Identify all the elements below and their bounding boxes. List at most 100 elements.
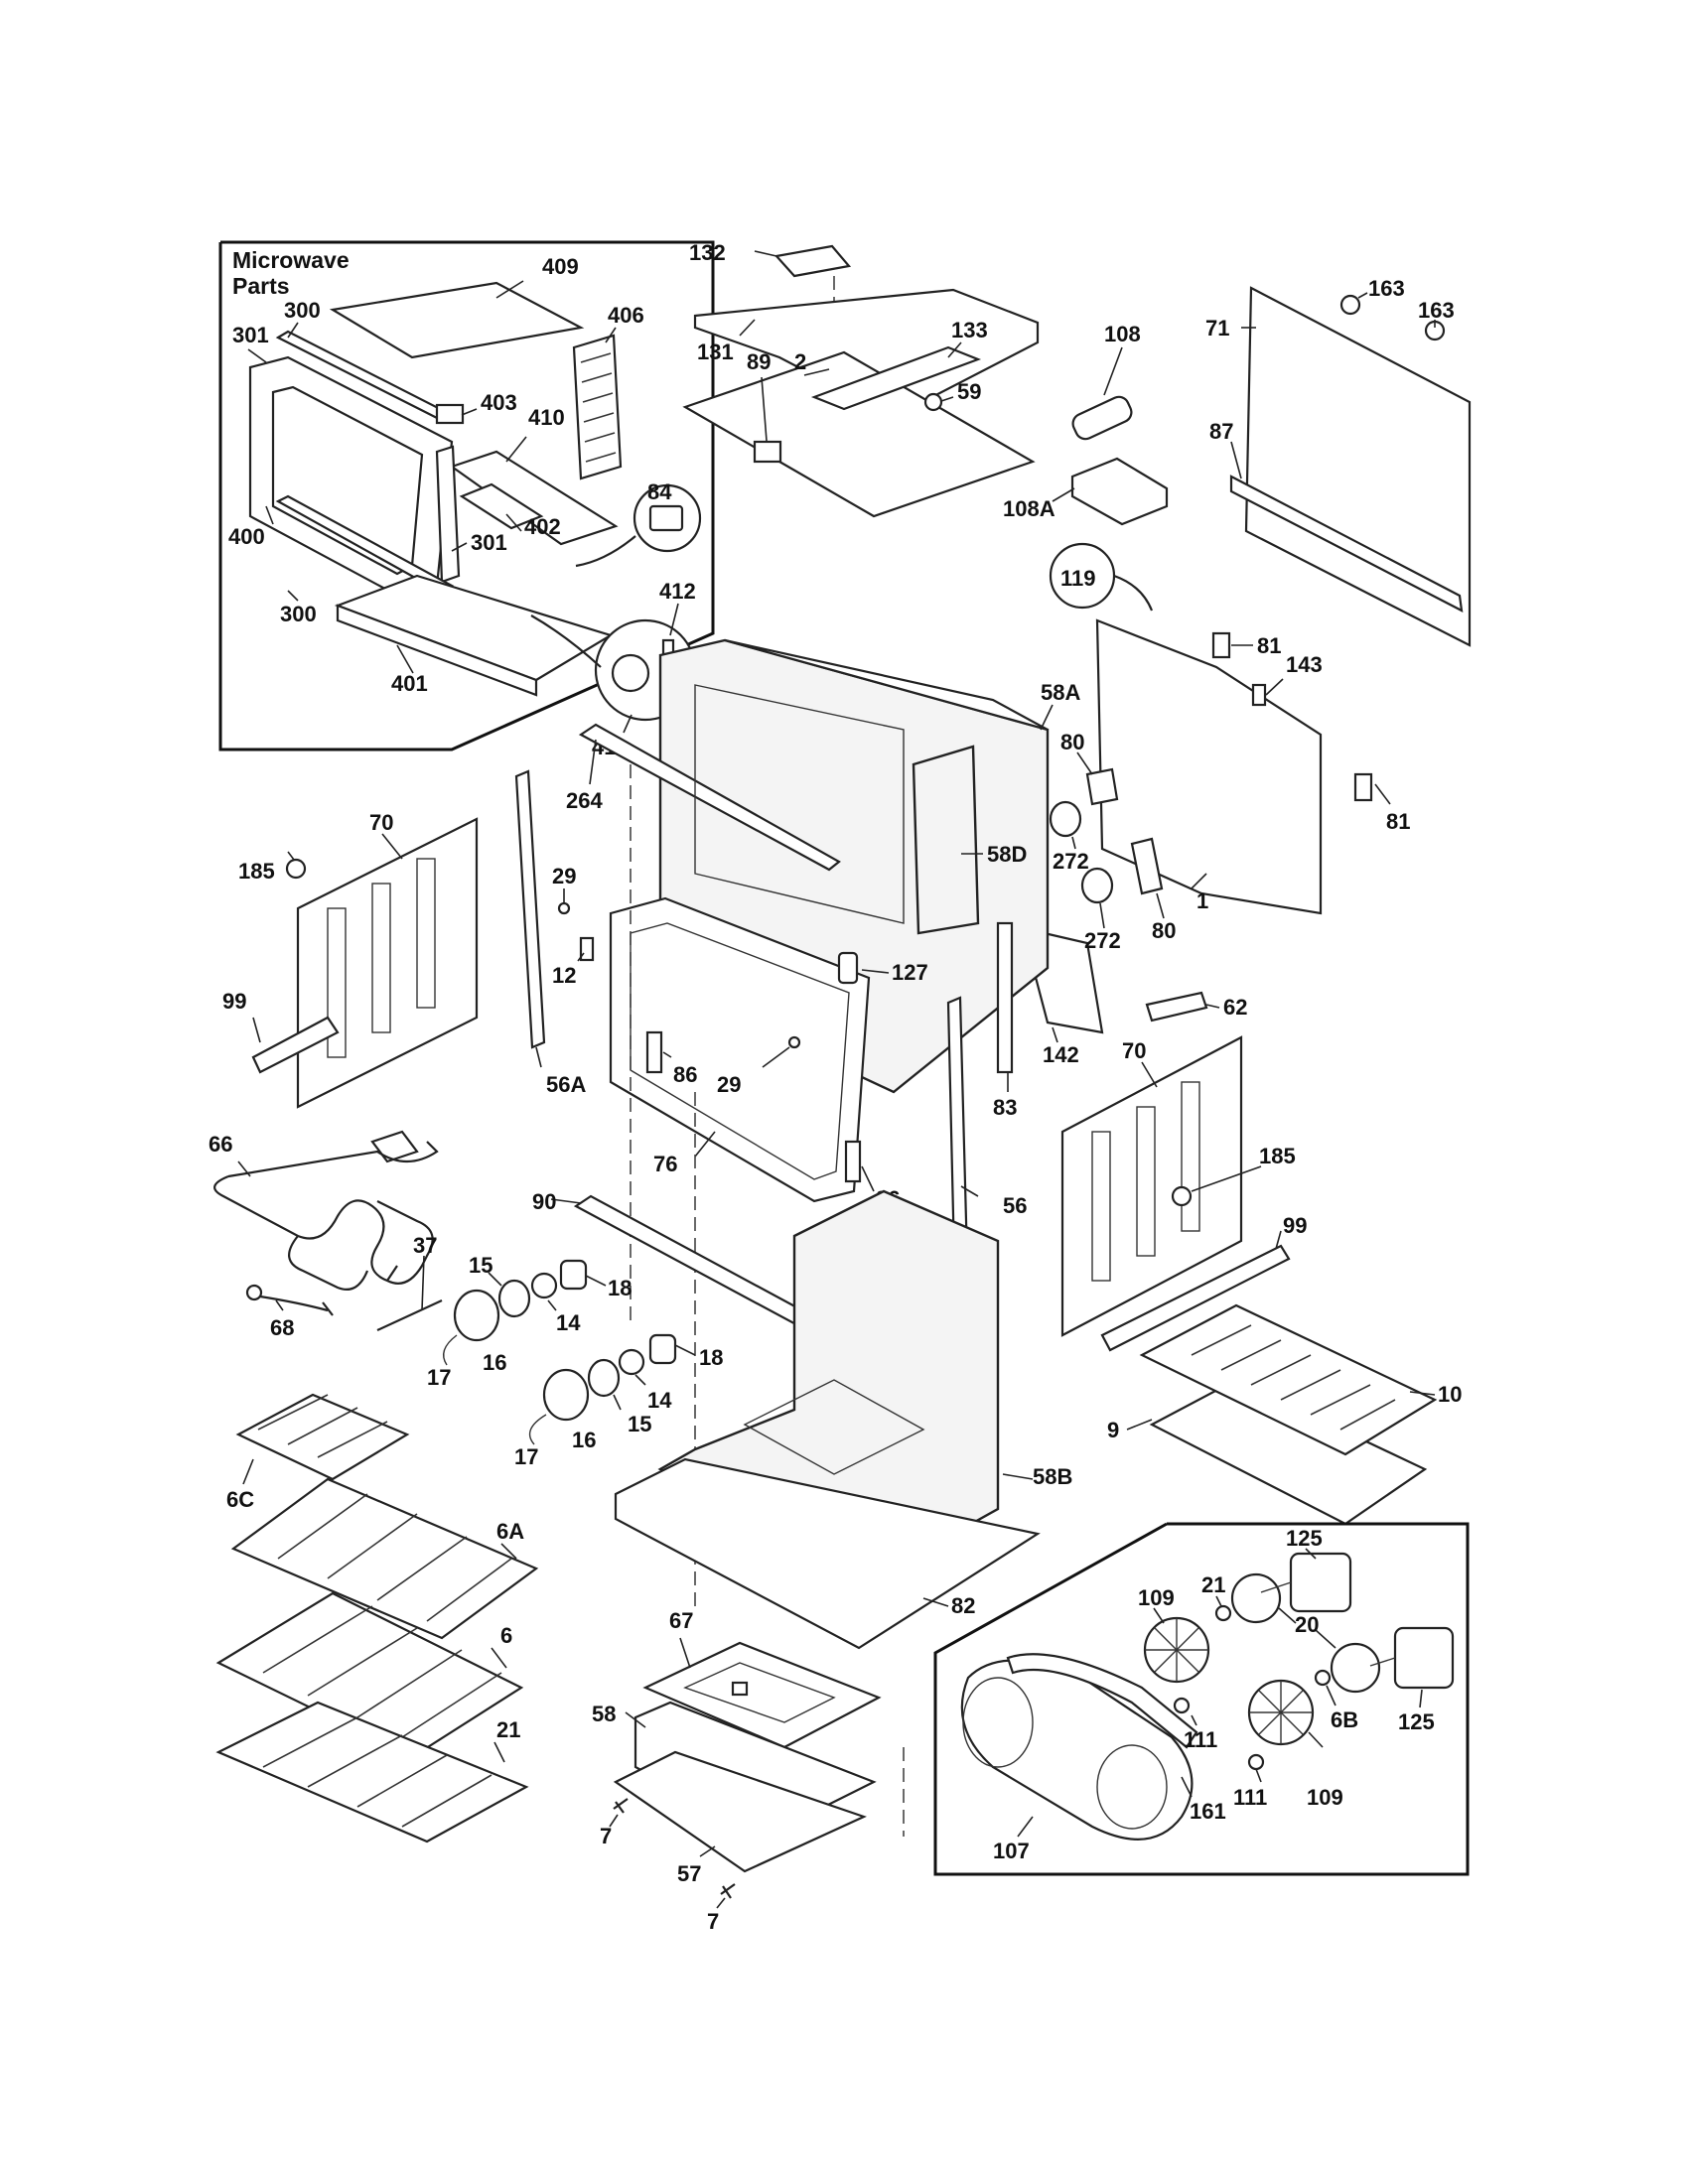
part-6C-rack — [235, 1393, 410, 1481]
callout-20: 20 — [1295, 1612, 1319, 1637]
callout-301-top: 301 — [232, 323, 269, 347]
callout-12: 12 — [552, 963, 576, 988]
part-111-nut-a — [1173, 1697, 1191, 1714]
lower-cavity-assembly: 58B 82 — [614, 1189, 1072, 1650]
callout-108: 108 — [1104, 322, 1141, 346]
callout-66: 66 — [209, 1132, 232, 1157]
microwave-parts-border — [218, 240, 715, 751]
part-15-bulb-a — [497, 1279, 531, 1318]
callout-403: 403 — [481, 390, 517, 415]
callout-99-left: 99 — [222, 989, 246, 1014]
part-127-sensor — [837, 951, 859, 985]
oven-racks: 6C 6A 6 21 — [215, 1393, 539, 1843]
part-81-clip-b — [1353, 772, 1373, 802]
part-15-bulb-b — [587, 1358, 621, 1398]
part-185-fastener-right — [1171, 1185, 1193, 1207]
callout-185-right: 185 — [1259, 1144, 1296, 1168]
broiler-pan-assembly: 10 9 — [1107, 1303, 1462, 1526]
part-133-channel — [810, 345, 982, 411]
part-14-gasket-a — [530, 1272, 558, 1299]
bake-element-assembly: 66 68 — [209, 1130, 439, 1340]
callout-56A: 56A — [546, 1072, 586, 1097]
callout-90: 90 — [532, 1189, 556, 1214]
part-7-screw-a — [613, 1798, 629, 1814]
part-20-baffle-b — [1330, 1642, 1381, 1694]
part-143-clip — [1251, 683, 1267, 707]
callout-264: 264 — [566, 788, 603, 813]
part-80-bracket-b — [1130, 837, 1164, 895]
callout-108A: 108A — [1003, 496, 1055, 521]
callout-58B: 58B — [1033, 1464, 1072, 1489]
part-70-right-side-panel — [1060, 1035, 1243, 1337]
callout-68: 68 — [270, 1315, 294, 1340]
callout-59: 59 — [957, 379, 981, 404]
callout-300-top: 300 — [284, 298, 321, 323]
callout-406: 406 — [608, 303, 644, 328]
left-side-panel-assembly: 70 185 99 — [222, 810, 479, 1109]
callout-82: 82 — [951, 1593, 975, 1618]
callout-18-a: 18 — [608, 1276, 632, 1300]
callout-161: 161 — [1190, 1799, 1226, 1824]
callout-84: 84 — [647, 479, 672, 504]
callout-143: 143 — [1286, 652, 1323, 677]
callout-29-b: 29 — [717, 1072, 741, 1097]
part-109-fan-blade-a — [1143, 1616, 1210, 1684]
callout-17-a: 17 — [427, 1365, 451, 1390]
part-14-gasket-b — [618, 1348, 645, 1376]
callout-57: 57 — [677, 1861, 701, 1886]
part-131-top-shield — [693, 288, 1040, 419]
callout-80-a: 80 — [1060, 730, 1084, 754]
bottom-element-assembly: 67 58 7 57 7 — [592, 1608, 882, 1934]
part-21-washer-b — [1314, 1669, 1332, 1687]
part-99-left-rail — [251, 1016, 340, 1074]
part-21-washer-a — [1214, 1604, 1232, 1622]
callout-400: 400 — [228, 524, 265, 549]
callout-142: 142 — [1043, 1042, 1079, 1067]
part-67-bottom-element — [642, 1641, 882, 1749]
part-301-side-bracket — [435, 445, 461, 584]
callout-412: 412 — [659, 579, 696, 604]
callout-163-b: 163 — [1418, 298, 1455, 323]
callout-185-left: 185 — [238, 859, 275, 884]
callout-125-b: 125 — [1398, 1709, 1435, 1734]
callout-272-a: 272 — [1053, 849, 1089, 874]
callout-58D: 58D — [987, 842, 1027, 867]
callout-111-b: 111 — [1233, 1785, 1267, 1810]
part-7-screw-b — [720, 1883, 736, 1899]
callout-17-b: 17 — [514, 1444, 538, 1469]
part-20-baffle-a — [1230, 1572, 1282, 1624]
callout-10: 10 — [1438, 1382, 1462, 1407]
part-76-door-gasket-frame — [609, 896, 871, 1203]
microwave-title-line1: Microwave — [232, 247, 350, 273]
part-107-convection-housing — [960, 1659, 1194, 1841]
part-109-fan-blade-b — [1247, 1679, 1315, 1746]
callout-21-a: 21 — [1201, 1572, 1225, 1597]
callout-409: 409 — [542, 254, 579, 279]
arrow-84 — [575, 535, 636, 568]
part-132-cover-plate — [774, 244, 852, 278]
part-89-switch — [753, 440, 782, 464]
part-18-socket-b — [648, 1333, 677, 1365]
part-264-top-rail — [578, 723, 841, 872]
callout-127: 127 — [892, 960, 928, 985]
callout-109-b: 109 — [1307, 1785, 1343, 1810]
callout-6B: 21 — [496, 1717, 520, 1742]
front-trim-and-lamps: 90 37 15 18 14 18 17 16 14 17 16 15 — [376, 1189, 841, 1469]
part-108-motor — [1071, 395, 1133, 441]
callout-76: 76 — [653, 1152, 677, 1176]
part-18-socket-a — [559, 1259, 588, 1291]
part-125-fan-motor-a — [1260, 1552, 1352, 1613]
callout-67: 67 — [669, 1608, 693, 1633]
part-29-screw-b — [787, 1035, 801, 1049]
part-57-element-cover — [613, 1750, 867, 1873]
callout-37: 37 — [413, 1233, 437, 1258]
callout-272-b: 272 — [1084, 928, 1121, 953]
part-99-right-rail — [1100, 1244, 1291, 1352]
part-16-lens-a — [453, 1289, 500, 1342]
top-right-assembly: 108 108A 163 163 71 87 119 — [1003, 276, 1472, 647]
part-400-microwave-frame — [248, 355, 454, 603]
convection-section-border — [933, 1522, 1470, 1876]
callout-18-b: 18 — [699, 1345, 723, 1370]
callout-62: 62 — [1223, 995, 1247, 1020]
part-17-wire-a — [443, 1334, 458, 1366]
